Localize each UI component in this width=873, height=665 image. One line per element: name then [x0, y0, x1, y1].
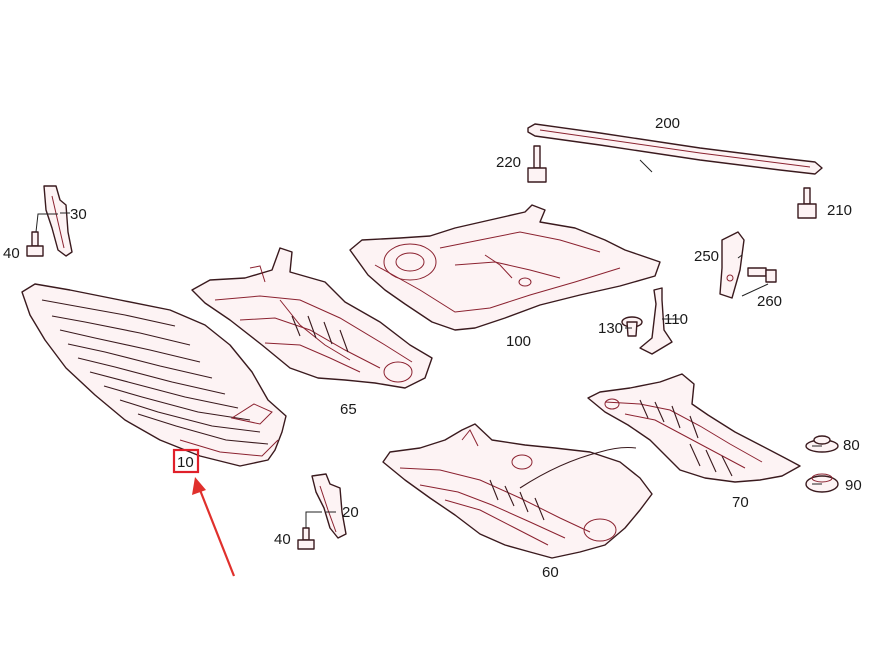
callout-40-bottom: 40 — [274, 531, 291, 548]
callout-260: 260 — [757, 293, 782, 310]
part-100-rear-underbody-panel[interactable] — [349, 204, 661, 331]
callout-90: 90 — [845, 477, 862, 494]
callout-30: 30 — [70, 206, 87, 223]
leader-lines — [35, 159, 822, 528]
callout-110: 110 — [664, 311, 688, 328]
callout-100: 100 — [506, 333, 531, 350]
part-20-bracket[interactable] — [311, 473, 347, 539]
callout-250: 250 — [694, 248, 719, 265]
part-200-cross-strut[interactable] — [527, 123, 823, 175]
callout-70: 70 — [732, 494, 749, 511]
grommet-80[interactable] — [805, 435, 839, 453]
callout-40-left: 40 — [3, 245, 20, 262]
bolt-220[interactable] — [527, 145, 547, 183]
part-70-right-underbody-panel[interactable] — [587, 373, 801, 483]
callout-80: 80 — [843, 437, 860, 454]
part-10-front-underbody-panel[interactable] — [21, 283, 287, 467]
highlight-box — [172, 448, 200, 474]
callout-220: 220 — [496, 154, 521, 171]
part-60-lower-underbody-panel[interactable] — [382, 423, 653, 559]
callout-65: 65 — [340, 401, 357, 418]
callout-200: 200 — [655, 115, 680, 132]
pointer-arrow — [192, 477, 236, 577]
callout-60: 60 — [542, 564, 559, 581]
bolt-40-bottom[interactable] — [297, 527, 315, 550]
bolt-260[interactable] — [747, 267, 777, 283]
callout-130: 130 — [598, 320, 623, 337]
bolt-210[interactable] — [797, 187, 817, 219]
callout-10: 10 — [177, 454, 194, 471]
grommet-90[interactable] — [805, 473, 839, 493]
clip-130[interactable] — [621, 316, 643, 337]
part-110-strap-bracket[interactable] — [639, 287, 673, 355]
part-30-bracket[interactable] — [43, 185, 73, 257]
callout-20: 20 — [342, 504, 359, 521]
callout-210: 210 — [827, 202, 852, 219]
bolt-40-left[interactable] — [26, 231, 44, 257]
part-65-center-underbody-panel[interactable] — [191, 247, 433, 389]
part-250-bracket[interactable] — [719, 231, 745, 299]
